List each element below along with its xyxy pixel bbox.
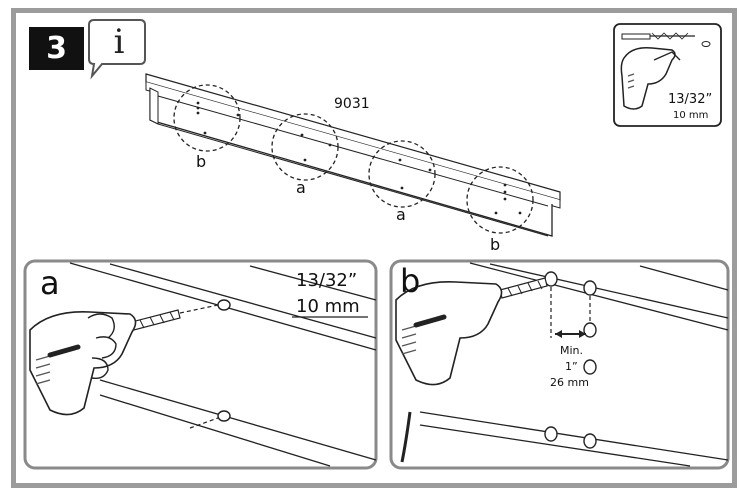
panel-a: [23, 259, 378, 470]
panel-b: [389, 259, 730, 470]
spec-bit-metric: 10 mm: [673, 110, 709, 121]
drill-spec-box: [613, 23, 722, 127]
rail-holes: [196, 101, 522, 215]
info-bubble-label: i: [113, 22, 125, 62]
min-distance-imperial: 1”: [565, 360, 578, 373]
step-number-badge: 3: [29, 27, 84, 70]
panel-b-letter: b: [400, 262, 421, 300]
callout-label-b-left: b: [196, 152, 207, 171]
panel-a-bit-metric: 10 mm: [296, 296, 360, 317]
panel-a-bit-size: 13/32”: [296, 270, 358, 291]
page-frame: [11, 8, 737, 488]
spec-bit-size: 13/32”: [668, 92, 713, 107]
panel-a-letter: a: [40, 264, 60, 302]
callout-label-a-left: a: [296, 178, 306, 197]
info-bubble-icon: [88, 19, 146, 80]
min-distance-metric: 26 mm: [550, 376, 589, 389]
wall-rail: [145, 73, 561, 237]
min-distance-label: Min.: [560, 344, 584, 357]
part-number-label: 9031: [334, 96, 370, 112]
callout-label-b-right: b: [490, 235, 501, 254]
callout-circles: [173, 84, 534, 234]
callout-label-a-right: a: [396, 205, 406, 224]
